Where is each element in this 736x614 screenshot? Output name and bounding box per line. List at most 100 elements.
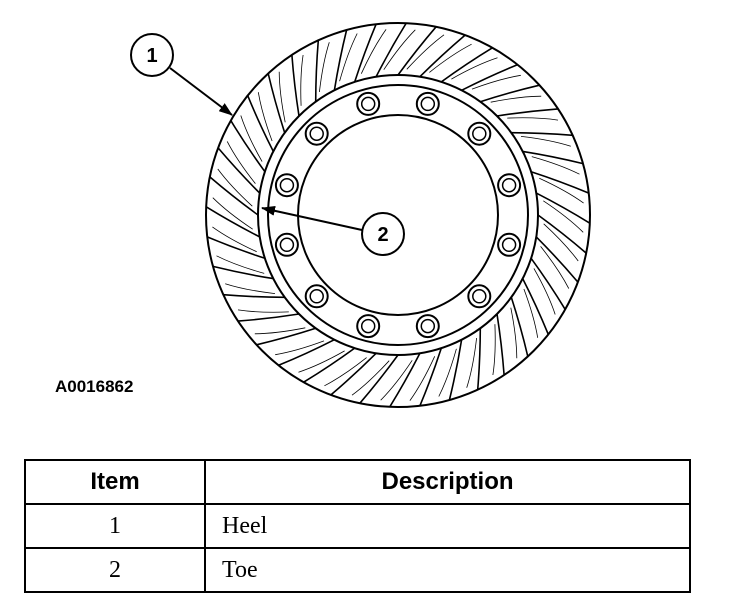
bolt-hole-inner bbox=[501, 177, 517, 193]
bolt-holes bbox=[274, 91, 522, 339]
gear-tooth bbox=[230, 120, 266, 173]
gear-tooth-edge bbox=[212, 226, 257, 253]
gear-tooth-edge bbox=[533, 268, 556, 315]
gear-tooth-edge bbox=[240, 115, 263, 162]
row-2-item: 2 bbox=[24, 547, 206, 593]
callout-2-circle bbox=[361, 212, 405, 256]
gear-tooth bbox=[353, 23, 377, 83]
gear-tooth bbox=[330, 352, 377, 396]
gear-center-bore bbox=[297, 114, 499, 316]
ring-gear-diagram: 1 2 bbox=[130, 22, 591, 408]
row-1-description: Heel bbox=[204, 503, 691, 549]
gear-tooth bbox=[278, 338, 335, 367]
header-description: Description bbox=[204, 459, 691, 505]
bolt-hole-inner bbox=[360, 96, 376, 112]
gear-tooth bbox=[246, 95, 275, 152]
gear-tooth bbox=[510, 297, 529, 357]
gear-tooth-edge bbox=[471, 74, 521, 90]
gear-tooth-edge bbox=[531, 156, 580, 175]
gear-tooth-edge bbox=[339, 33, 358, 82]
bolt-hole-inner bbox=[279, 237, 295, 253]
gear-tooth-edge bbox=[380, 360, 413, 401]
gear-tooth bbox=[537, 214, 587, 254]
bolt-hole-inner bbox=[360, 318, 376, 334]
gear-tooth-edge bbox=[217, 168, 253, 207]
gear-tooth bbox=[440, 47, 493, 83]
gear-tooth bbox=[530, 257, 566, 310]
gear-tooth-edge bbox=[300, 54, 304, 106]
gear-tooth bbox=[419, 34, 466, 78]
gear-tooth-edge bbox=[539, 177, 584, 204]
gear-tooth bbox=[476, 328, 482, 390]
gear-tooth-edge bbox=[510, 307, 518, 359]
callout-2-label: 2 bbox=[377, 224, 388, 246]
row-2-description: Toe bbox=[204, 547, 691, 593]
gear-tooth-edge bbox=[507, 117, 559, 121]
gear-tooth-edge bbox=[466, 337, 477, 388]
gear-tooth-edge bbox=[438, 348, 457, 397]
gear-tooth-edge bbox=[543, 200, 584, 233]
bolt-hole-inner bbox=[309, 126, 324, 141]
gear-tooth bbox=[303, 347, 356, 383]
ring-gear bbox=[205, 22, 591, 408]
gear-tooth-edge bbox=[492, 324, 496, 376]
gear-tooth-edge bbox=[360, 29, 387, 74]
table-row: 1 Heel bbox=[24, 503, 691, 549]
callout-2-leader bbox=[261, 205, 363, 231]
bolt-hole-inner bbox=[279, 177, 295, 193]
callout-1-leader bbox=[169, 67, 233, 116]
gear-tooth bbox=[389, 352, 421, 408]
gear-tooth-edge bbox=[540, 246, 570, 289]
gear-tooth bbox=[237, 313, 300, 322]
row-1-item: 1 bbox=[24, 503, 206, 549]
gear-tooth-edge bbox=[257, 92, 273, 142]
gear-tooth bbox=[256, 327, 316, 346]
gear-tooth-edge bbox=[409, 356, 436, 401]
gear-tooth-edge bbox=[254, 327, 306, 335]
header-item: Item bbox=[24, 459, 206, 505]
gear-tooth bbox=[530, 170, 590, 194]
gear-tooth bbox=[267, 73, 286, 133]
bolt-hole-inner bbox=[309, 289, 324, 304]
gear-tooth bbox=[480, 84, 540, 103]
gear-tooth-edge bbox=[225, 283, 276, 294]
bolt-hole-inner bbox=[501, 237, 517, 253]
gear-tooth-edge bbox=[351, 360, 390, 396]
gear-tooth bbox=[511, 131, 573, 137]
gear-tooth-edge bbox=[523, 288, 539, 338]
gear-tooth-edge bbox=[216, 255, 265, 274]
gear-teeth bbox=[205, 22, 591, 408]
gear-tooth bbox=[448, 339, 463, 401]
gear-tooth-edge bbox=[212, 197, 253, 230]
gear-tooth bbox=[522, 150, 584, 165]
gear-tooth-edge bbox=[429, 43, 472, 73]
gear-tooth-edge bbox=[490, 95, 542, 103]
bolt-hole-inner bbox=[420, 96, 436, 112]
gear-tooth bbox=[212, 265, 274, 280]
gear-tooth-edge bbox=[406, 34, 445, 70]
gear-tooth bbox=[419, 347, 443, 407]
bolt-hole-inner bbox=[420, 318, 436, 334]
gear-tooth bbox=[333, 29, 348, 91]
gear-tooth bbox=[223, 293, 285, 299]
gear-tooth-edge bbox=[383, 29, 416, 70]
callout-2: 2 bbox=[261, 205, 405, 256]
callout-1: 1 bbox=[130, 33, 233, 116]
gear-tooth bbox=[496, 313, 505, 376]
gear-tooth bbox=[217, 147, 261, 194]
gear-tooth-edge bbox=[275, 340, 325, 356]
gear-tooth-edge bbox=[520, 136, 571, 147]
gear-tooth bbox=[535, 236, 579, 283]
gear-tooth-edge bbox=[324, 357, 367, 387]
gear-tooth-edge bbox=[543, 223, 579, 262]
gear-tooth bbox=[209, 176, 259, 216]
figure-id: A0016862 bbox=[55, 377, 134, 396]
table-row: 2 Toe bbox=[24, 547, 691, 593]
gear-tooth bbox=[375, 22, 407, 78]
gear-tooth bbox=[314, 40, 320, 102]
gear-tooth-edge bbox=[451, 57, 498, 80]
gear-tooth-edge bbox=[298, 350, 345, 373]
gear-tooth bbox=[205, 206, 261, 238]
gear-tooth bbox=[521, 278, 550, 335]
gear-tooth bbox=[291, 54, 300, 117]
